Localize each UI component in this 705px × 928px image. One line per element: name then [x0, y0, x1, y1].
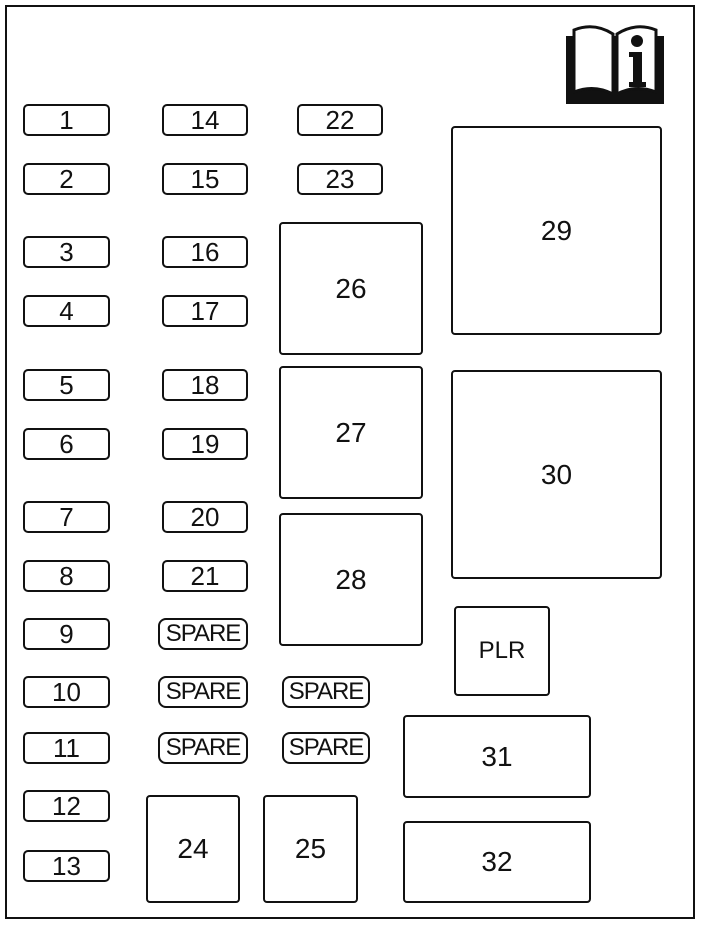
fuse-10: 10: [23, 676, 110, 708]
fuse-16: 16: [162, 236, 248, 268]
fuse-8: 8: [23, 560, 110, 592]
fuse-20: 20: [162, 501, 248, 533]
fuse-13: 13: [23, 850, 110, 882]
spare-fuse: SPARE: [158, 676, 248, 708]
fuse-4: 4: [23, 295, 110, 327]
fuse-15: 15: [162, 163, 248, 195]
spare-fuse: SPARE: [158, 732, 248, 764]
spare-fuse: SPARE: [282, 732, 370, 764]
relay-28: 28: [279, 513, 423, 646]
fuse-18: 18: [162, 369, 248, 401]
relay-24: 24: [146, 795, 240, 903]
fuse-1: 1: [23, 104, 110, 136]
relay-27: 27: [279, 366, 423, 499]
fuse-21: 21: [162, 560, 248, 592]
relay-26: 26: [279, 222, 423, 355]
relay-30: 30: [451, 370, 662, 579]
fuse-2: 2: [23, 163, 110, 195]
fuse-17: 17: [162, 295, 248, 327]
fuse-22: 22: [297, 104, 383, 136]
fuse-12: 12: [23, 790, 110, 822]
fuse-9: 9: [23, 618, 110, 650]
owner-manual-info-icon: [566, 25, 664, 104]
fuse-11: 11: [23, 732, 110, 764]
spare-fuse: SPARE: [282, 676, 370, 708]
relay-32: 32: [403, 821, 591, 903]
fuse-5: 5: [23, 369, 110, 401]
fuse-19: 19: [162, 428, 248, 460]
fuse-14: 14: [162, 104, 248, 136]
relay-25: 25: [263, 795, 358, 903]
fuse-3: 3: [23, 236, 110, 268]
relay-plr: PLR: [454, 606, 550, 696]
fuse-7: 7: [23, 501, 110, 533]
fuse-6: 6: [23, 428, 110, 460]
spare-fuse: SPARE: [158, 618, 248, 650]
fuse-block-outline: [5, 5, 695, 919]
fuse-23: 23: [297, 163, 383, 195]
relay-29: 29: [451, 126, 662, 335]
relay-31: 31: [403, 715, 591, 798]
